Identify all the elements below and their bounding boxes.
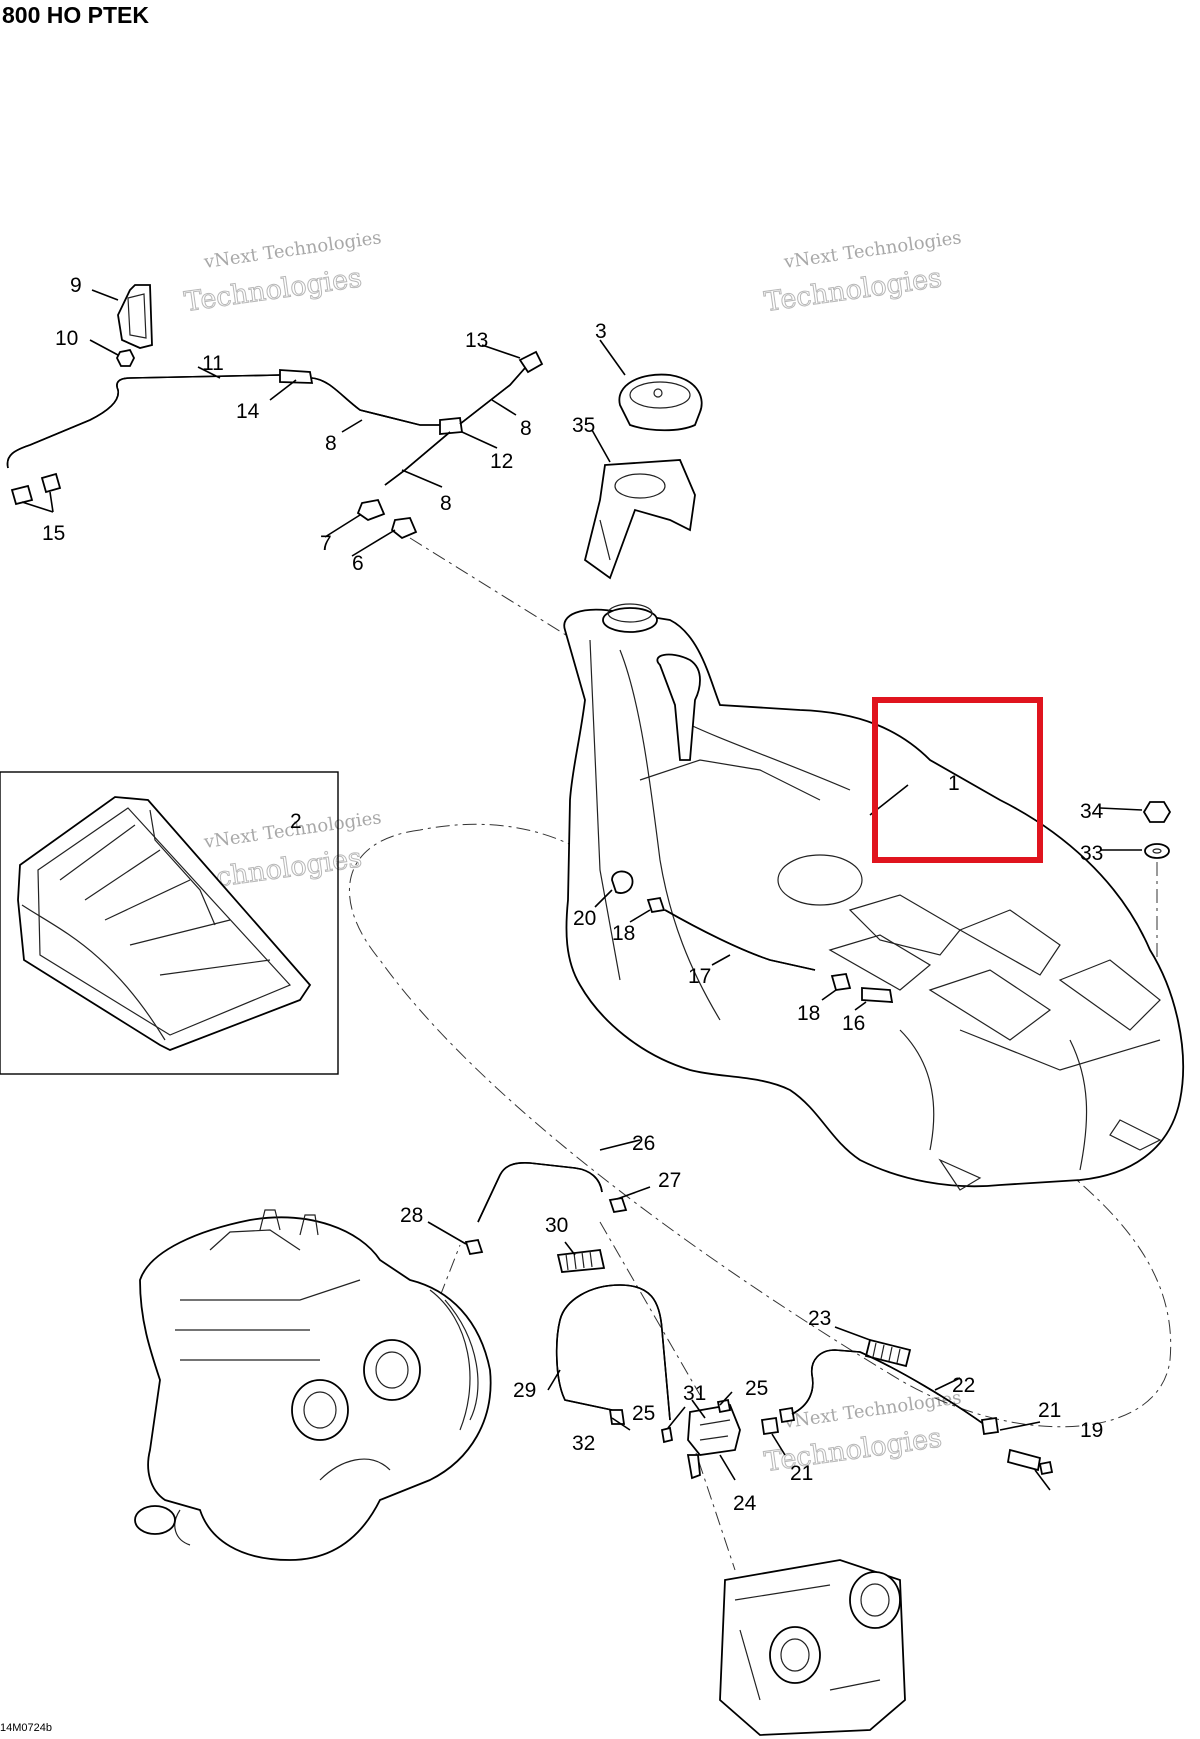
nut-and-washer [1142, 801, 1172, 859]
filter-30 [556, 1249, 606, 1273]
fuel-line-17 [611, 870, 894, 1003]
callout-17[interactable]: 17 [688, 965, 711, 988]
callout-34[interactable]: 34 [1080, 800, 1104, 823]
callout-25-right[interactable]: 25 [745, 1377, 768, 1400]
carburetors [719, 1559, 906, 1736]
callout-32[interactable]: 32 [572, 1432, 595, 1455]
bracket [583, 459, 696, 580]
callout-8-left[interactable]: 8 [325, 432, 337, 455]
callout-2[interactable]: 2 [290, 810, 302, 833]
callout-33[interactable]: 33 [1080, 842, 1103, 865]
callout-10[interactable]: 10 [55, 327, 78, 350]
inset-part-2 [0, 771, 339, 1075]
callout-9[interactable]: 9 [70, 274, 82, 297]
fuel-cap [618, 373, 703, 432]
fuel-pump-24 [686, 1403, 741, 1480]
callout-30[interactable]: 30 [545, 1214, 568, 1237]
callout-12[interactable]: 12 [490, 450, 513, 473]
vent-hose-assembly [6, 284, 544, 540]
routing-line-carb [689, 1434, 736, 1571]
highlight-box [872, 697, 1043, 863]
callout-8-right[interactable]: 8 [520, 417, 532, 440]
watermark: vNext Technologies Technologies [182, 227, 383, 318]
callout-24[interactable]: 24 [733, 1492, 757, 1515]
callout-21-left[interactable]: 21 [790, 1462, 813, 1485]
callout-labels: 1 2 3 6 7 8 8 8 9 10 11 12 13 14 15 16 1… [42, 274, 1104, 1515]
fuel-tank [563, 603, 1185, 1191]
routing-line-26 [599, 1221, 701, 1396]
callout-3[interactable]: 3 [595, 320, 607, 343]
watermark: vNext Technologies Technologies [762, 227, 963, 318]
filter-23 [864, 1338, 912, 1368]
callout-16[interactable]: 16 [842, 1012, 865, 1035]
callout-11[interactable]: 11 [202, 352, 224, 375]
callout-22[interactable]: 22 [952, 1374, 975, 1397]
callout-25-left[interactable]: 25 [632, 1402, 655, 1425]
drawing-code: 14M0724b [0, 1722, 52, 1734]
callout-27[interactable]: 27 [658, 1169, 681, 1192]
callout-20[interactable]: 20 [573, 907, 596, 930]
callout-19[interactable]: 19 [1080, 1419, 1103, 1442]
callout-26[interactable]: 26 [632, 1132, 655, 1155]
engine [134, 1209, 492, 1561]
callout-15[interactable]: 15 [42, 522, 65, 545]
callout-29[interactable]: 29 [513, 1379, 536, 1402]
lower-fuel-lines [464, 1162, 1054, 1480]
callout-35[interactable]: 35 [572, 414, 595, 437]
callout-6[interactable]: 6 [352, 552, 364, 575]
callout-8-bottom[interactable]: 8 [440, 492, 452, 515]
callout-31[interactable]: 31 [683, 1382, 706, 1405]
callout-21-right[interactable]: 21 [1038, 1399, 1061, 1422]
callout-18-upper[interactable]: 18 [612, 922, 635, 945]
callout-18-lower[interactable]: 18 [797, 1002, 820, 1025]
diagram-title: 800 HO PTEK [2, 2, 149, 28]
callout-14[interactable]: 14 [236, 400, 260, 423]
callout-7[interactable]: 7 [320, 532, 332, 555]
callout-28[interactable]: 28 [400, 1204, 423, 1227]
callout-1[interactable]: 1 [948, 772, 960, 795]
callout-13[interactable]: 13 [465, 329, 488, 352]
callout-23[interactable]: 23 [808, 1307, 831, 1330]
routing-line-6 [409, 537, 591, 651]
routing-outline [348, 823, 1172, 1428]
